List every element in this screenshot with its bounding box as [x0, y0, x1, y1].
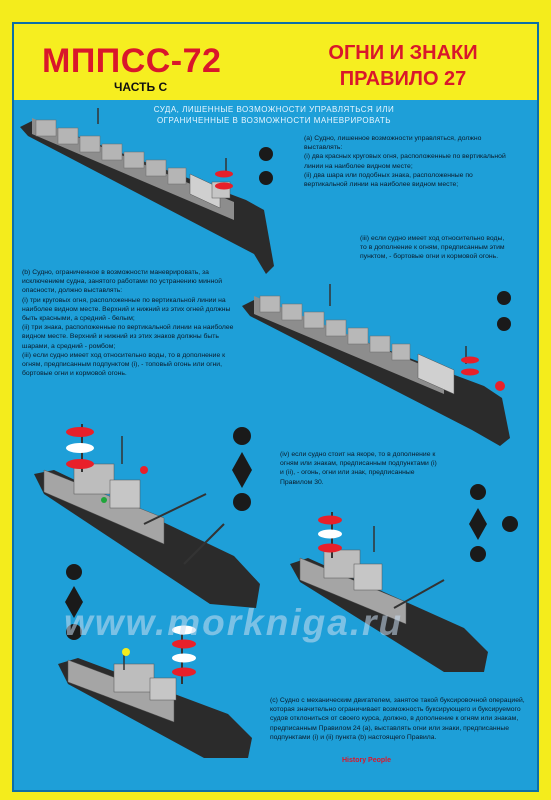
watermark: www.morkniga.ru — [64, 602, 404, 643]
header-banner: МППСС-72 ЧАСТЬ С ОГНИ И ЗНАКИ ПРАВИЛО 27 — [14, 24, 537, 100]
publisher-logo: History People — [342, 757, 392, 764]
caption-line2: ОГРАНИЧЕННЫЕ В ВОЗМОЖНОСТИ МАНЕВРИРОВАТЬ — [156, 116, 392, 125]
working-vessel-1 — [34, 424, 260, 608]
paragraph-b-ii: (ii) три знака, расположенные по вертика… — [22, 324, 234, 350]
paragraph-b-iii: (iii) если судно имеет ход относительно … — [22, 351, 226, 378]
paragraph-a-iii-text: (iii) если судно имеет ход относительно … — [360, 235, 505, 261]
main-panel: МППСС-72 ЧАСТЬ С ОГНИ И ЗНАКИ ПРАВИЛО 27… — [12, 22, 539, 792]
container-ship-1 — [20, 108, 274, 274]
paragraph-b-iv: (iv) если судно стоит на якоре, то в доп… — [280, 450, 440, 487]
paragraph-b-iv-text: (iv) если судно стоит на якоре, то в доп… — [280, 451, 437, 486]
illustrations — [20, 108, 518, 758]
paragraph-b: (b) Судно, ограниченное в возможности ма… — [22, 268, 242, 378]
caption-line1: СУДА, ЛИШЕННЫЕ ВОЗМОЖНОСТИ УПРАВЛЯТЬСЯ И… — [153, 105, 395, 114]
section-caption: СУДА, ЛИШЕННЫЕ ВОЗМОЖНОСТИ УПРАВЛЯТЬСЯ И… — [124, 104, 424, 126]
paragraph-a-ii: (ii) два шара или подобных знака, распол… — [304, 171, 473, 189]
towing-vessel — [58, 564, 252, 758]
rule-title-line1: ОГНИ И ЗНАКИ — [328, 42, 478, 64]
container-ship-2 — [242, 284, 511, 446]
poster-rule-title: ОГНИ И ЗНАКИ ПРАВИЛО 27 — [310, 40, 496, 92]
working-vessel-anchor — [290, 484, 518, 672]
paragraph-b-i: (i) три круговых огня, расположенные по … — [22, 296, 231, 323]
paragraph-c-text: (с) Судно с механическим двигателем, зан… — [270, 697, 525, 741]
paragraph-b-intro: (b) Судно, ограниченное в возможности ма… — [22, 269, 222, 295]
paragraph-a-i: (i) два красных круговых огня, расположе… — [304, 153, 506, 170]
paragraph-c: (с) Судно с механическим двигателем, зан… — [270, 696, 532, 742]
poster-part: ЧАСТЬ С — [114, 80, 168, 94]
paragraph-a-iii: (iii) если судно имеет ход относительно … — [360, 234, 510, 262]
paragraph-a: (а) Судно, лишенное возможности управлят… — [304, 134, 509, 189]
paragraph-a-intro: (а) Судно, лишенное возможности управлят… — [304, 135, 482, 152]
poster-title: МППСС-72 — [42, 42, 222, 80]
rule-title-line2: ПРАВИЛО 27 — [339, 68, 467, 90]
